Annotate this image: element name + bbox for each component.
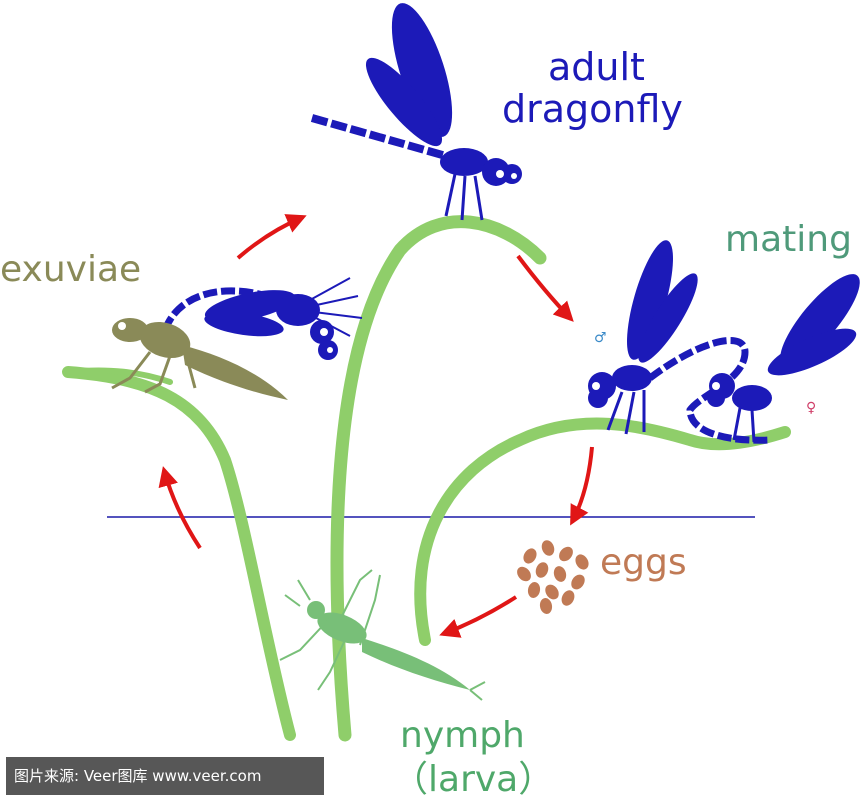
label-eggs: eggs: [600, 542, 687, 583]
arrow-eggs-to-nymph: [439, 595, 518, 638]
label-nymph: nymph: [400, 715, 525, 756]
label-adult: adult: [548, 45, 645, 89]
plant-stems: [62, 215, 791, 742]
arrow-adult-to-mating: [516, 254, 574, 322]
cycle-arrows: [158, 214, 594, 638]
source-watermark: 图片来源: Veer图库 www.veer.com: [6, 757, 324, 795]
eggs-cluster-icon: [517, 540, 589, 614]
label-dragonfly: dragonfly: [502, 87, 683, 131]
mating-dragonflies-icon: [588, 240, 860, 444]
middle-stem: [330, 215, 547, 742]
male-symbol-icon: ♂: [594, 330, 607, 346]
left-stem: [62, 366, 296, 741]
label-larva: （larva）: [392, 759, 555, 800]
adult-dragonfly-icon: [310, 3, 522, 221]
nymph-larva-icon: [279, 569, 486, 701]
label-exuviae: exuviae: [0, 249, 142, 290]
female-symbol-icon: ♀: [806, 400, 817, 416]
label-mating: mating: [725, 219, 852, 260]
arrow-nymph-to-exuviae: [158, 466, 202, 550]
arrow-exuviae-to-adult: [236, 214, 307, 260]
exuviae-shell-icon: [111, 318, 288, 400]
right-stem: [414, 417, 791, 646]
emerging-dragonfly-icon: [161, 277, 363, 360]
arrow-mating-to-eggs: [570, 446, 594, 526]
